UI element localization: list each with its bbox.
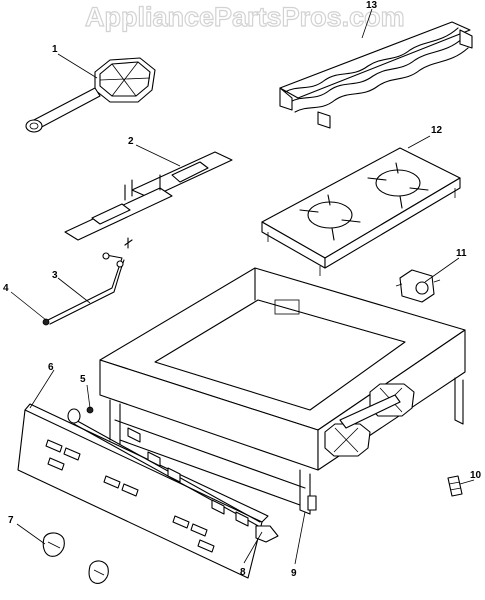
callout-8: 8 xyxy=(240,567,246,578)
callout-numbers: 1 2 3 4 5 6 7 8 9 10 11 12 13 xyxy=(3,0,482,579)
callout-12: 12 xyxy=(431,125,443,136)
watermark-text: AppliancePartsPros.com xyxy=(85,2,405,32)
part-7-knobs xyxy=(42,532,109,584)
callout-3: 3 xyxy=(52,270,58,281)
part-5-8-valves xyxy=(67,406,279,543)
callout-5: 5 xyxy=(80,374,86,385)
part-2-bracket xyxy=(64,151,233,249)
part-13-grate xyxy=(279,21,473,129)
part-1-burner xyxy=(25,57,156,133)
leader-lines xyxy=(10,8,475,565)
callout-10: 10 xyxy=(470,470,482,481)
callout-9: 9 xyxy=(291,568,297,579)
part-10-fitting xyxy=(447,475,463,497)
callout-7: 7 xyxy=(8,515,14,526)
part-11-valve xyxy=(395,269,441,303)
callout-1: 1 xyxy=(52,44,58,55)
callout-11: 11 xyxy=(456,248,467,259)
callout-2: 2 xyxy=(128,136,134,147)
callout-4: 4 xyxy=(3,283,9,294)
main-frame xyxy=(99,267,466,515)
part-12-top-grate xyxy=(261,147,461,276)
callout-6: 6 xyxy=(48,362,54,373)
part-3-tube xyxy=(42,252,125,326)
callout-13: 13 xyxy=(366,0,378,11)
